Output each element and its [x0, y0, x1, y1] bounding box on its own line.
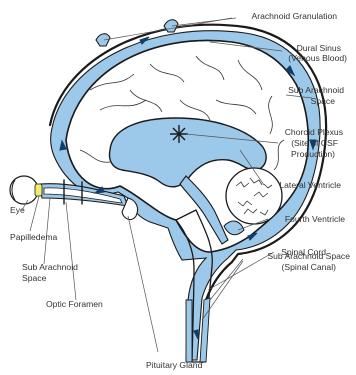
label-choroid-plexus-3: Production) — [291, 149, 335, 159]
label-optic-foramen: Optic Foramen — [46, 299, 103, 309]
third-ventricle — [180, 176, 228, 244]
label-left-sub-arachnoid-2: Space — [22, 273, 47, 283]
label-dural-sinus-note: (Venous Blood) — [288, 53, 347, 63]
label-dural-sinus: Dural Sinus — [297, 43, 341, 53]
label-pituitary-gland: Pituitary Gland — [146, 360, 203, 370]
label-left-sub-arachnoid: Sub Arachnoid — [22, 262, 78, 272]
label-spinal-canal-2: (Spinal Canal) — [282, 262, 337, 272]
eye — [10, 176, 42, 204]
cerebellum — [226, 168, 282, 224]
label-spinal-canal: Sub Arachnoid Space — [267, 251, 350, 261]
label-sub-arachnoid-space: Sub Arachnoid — [288, 85, 344, 95]
brain-illustration — [10, 20, 326, 362]
label-lateral-ventricle: Lateral Ventricle — [279, 180, 341, 190]
label-choroid-plexus-2: (Site of CSF — [291, 138, 338, 148]
label-choroid-plexus: Choroid Plexus — [285, 127, 343, 137]
label-fourth-ventricle: Fourth Ventricle — [285, 214, 345, 224]
label-sub-arachnoid-space-2: Space — [311, 96, 336, 106]
fourth-ventricle — [224, 221, 244, 235]
label-papilledema: Papilledema — [10, 232, 58, 242]
label-eye: Eye — [10, 205, 25, 215]
label-arachnoid-granulation: Arachnoid Granulation — [251, 11, 337, 21]
